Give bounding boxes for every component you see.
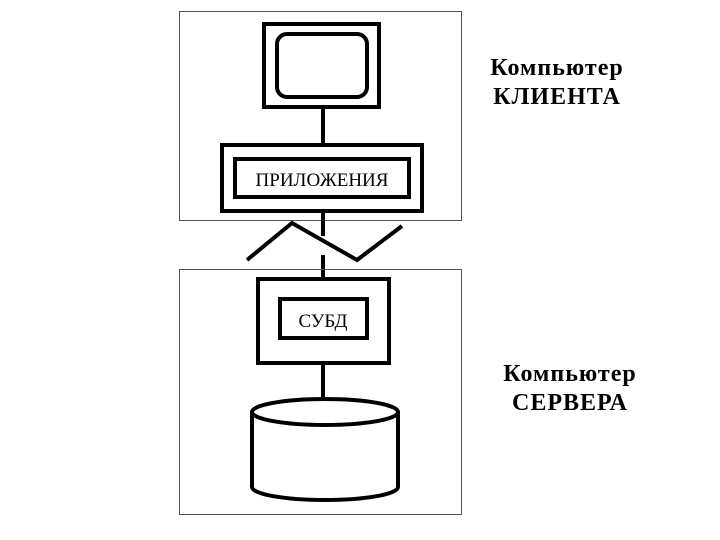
client-computer-frame [179,11,462,221]
server-caption-line1: Компьютер [503,361,636,387]
server-computer-frame [179,269,462,515]
monitor-icon [262,22,381,109]
network-zigzag-icon [245,220,404,263]
database-cylinder-icon [250,397,400,502]
application-box: ПРИЛОЖЕНИЯ [220,143,424,213]
dbms-label: СУБД [298,311,347,332]
server-caption-line2: СЕРВЕРА [512,390,628,416]
client-caption-line2: КЛИЕНТА [493,84,621,110]
application-label: ПРИЛОЖЕНИЯ [256,170,389,191]
client-caption-line1: Компьютер [490,55,623,81]
dbms-box: СУБД [256,277,391,365]
